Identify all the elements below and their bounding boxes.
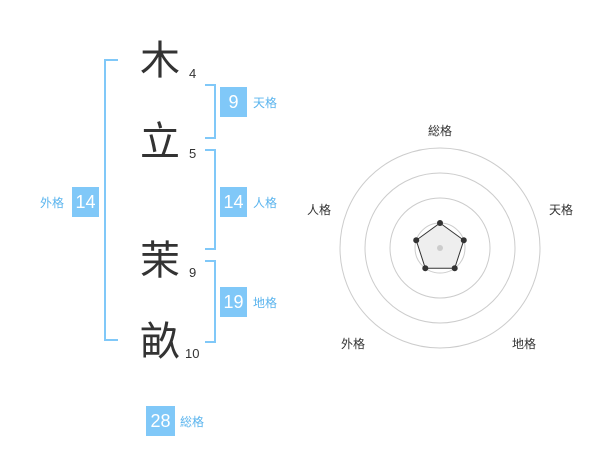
tenkaku-value: 9 [220, 87, 247, 117]
soukaku-label: 総格 [180, 415, 205, 429]
gaikaku-label: 外格 [40, 196, 65, 210]
chikaku-value: 19 [220, 287, 247, 317]
radar-point-4 [413, 237, 420, 244]
radar-label-soukaku: 総格 [428, 124, 453, 138]
name-char-3: 茉 [140, 238, 180, 284]
radar-label-gaikaku: 外格 [341, 337, 366, 351]
radar-point-1 [460, 237, 467, 244]
name-char-4: 畝 [140, 319, 180, 365]
tenkaku-label: 天格 [253, 96, 278, 110]
stroke-count-2: 5 [189, 146, 197, 161]
radar-label-tenkaku: 天格 [549, 203, 574, 217]
name-char-2: 立 [140, 119, 180, 165]
chikaku-bracket [205, 260, 216, 343]
radar-grid-ring [389, 197, 491, 299]
radar-point-3 [422, 265, 429, 272]
radar-label-jinkaku: 人格 [307, 203, 332, 217]
radar-point-0 [437, 220, 443, 226]
radar-center-point [437, 245, 443, 251]
gaikaku-bracket [104, 59, 118, 341]
soukaku-value: 28 [146, 406, 175, 436]
radar-grid-ring [364, 172, 516, 324]
radar-point-2 [451, 265, 458, 272]
stroke-count-4: 10 [185, 346, 200, 361]
radar-label-chikaku: 地格 [512, 337, 537, 351]
name-char-1: 木 [140, 38, 180, 84]
tenkaku-bracket [205, 84, 216, 139]
radar-grid-ring [339, 147, 541, 349]
jinkaku-value: 14 [220, 187, 247, 217]
chikaku-label: 地格 [253, 296, 278, 310]
stroke-count-3: 9 [189, 265, 197, 280]
jinkaku-bracket [205, 149, 216, 250]
jinkaku-label: 人格 [253, 196, 278, 210]
stroke-count-1: 4 [189, 66, 197, 81]
gaikaku-value: 14 [72, 187, 99, 217]
